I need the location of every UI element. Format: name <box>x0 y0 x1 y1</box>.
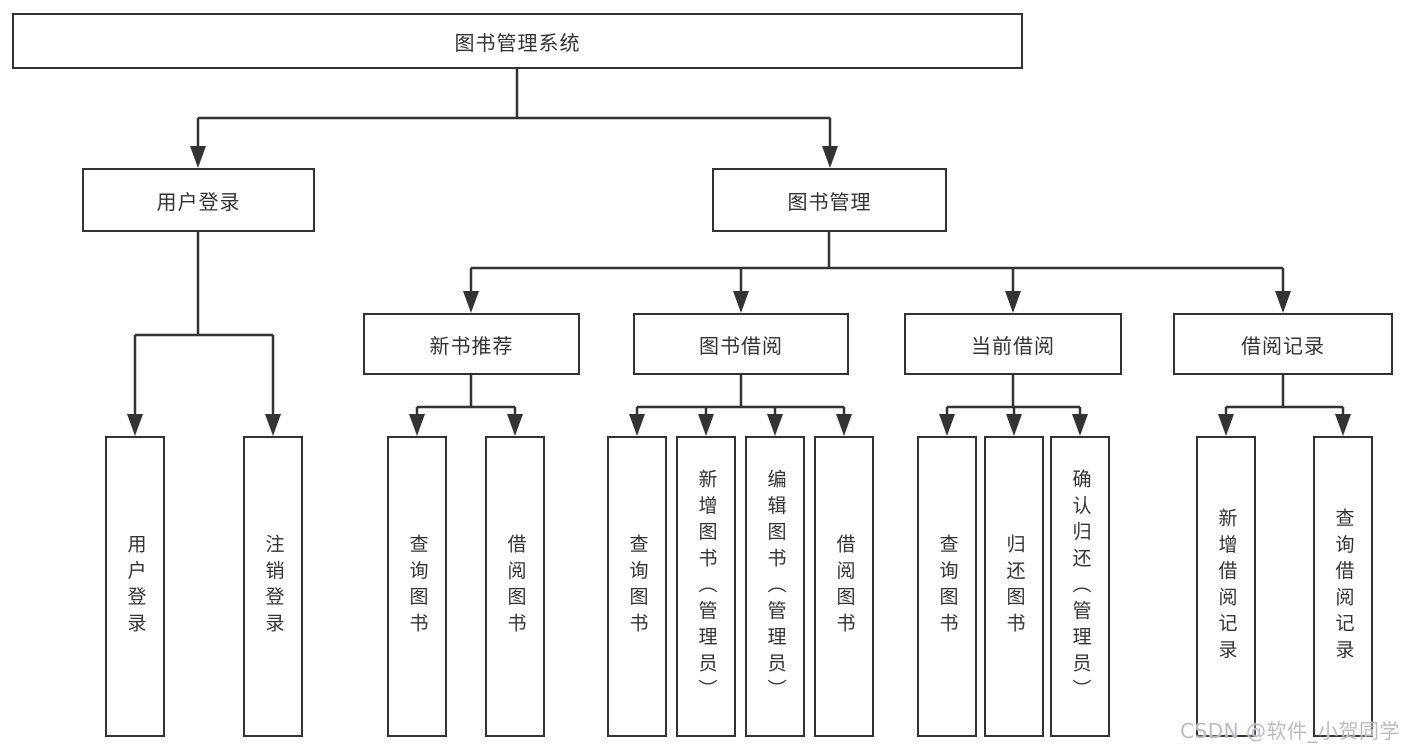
node-label: 查询图书 <box>936 534 959 639</box>
leaf-query-books-current: 查询图书 <box>917 436 977 737</box>
node-label: 借阅图书 <box>504 534 527 639</box>
node-label: 新书推荐 <box>429 333 514 358</box>
node-label: 用户登录 <box>124 534 147 639</box>
node-current-borrow: 当前借阅 <box>904 313 1122 375</box>
node-label: 归还图书 <box>1003 534 1026 639</box>
node-label: 编辑图书（管理员） <box>764 468 787 705</box>
node-label: 新增图书（管理员） <box>695 468 718 705</box>
leaf-confirm-return-admin: 确认归还（管理员） <box>1050 436 1110 737</box>
node-label: 图书借阅 <box>699 333 783 358</box>
node-label: 用户登录 <box>156 189 241 214</box>
node-label: 注销登录 <box>262 534 285 639</box>
csdn-watermark: CSDN @软件_小贺同学 <box>1180 719 1400 743</box>
node-label: 查询图书 <box>406 534 429 639</box>
arrowhead-icons <box>127 146 1351 436</box>
node-label: 当前借阅 <box>971 333 1055 358</box>
leaf-query-books-borrow: 查询图书 <box>607 436 667 737</box>
node-label: 借阅记录 <box>1241 333 1325 358</box>
leaf-user-login: 用户登录 <box>105 436 165 737</box>
leaf-borrow-books-recommend: 借阅图书 <box>485 436 545 737</box>
leaf-add-borrow-record: 新增借阅记录 <box>1196 436 1256 737</box>
leaf-query-borrow-record: 查询借阅记录 <box>1313 436 1373 737</box>
node-borrow-records: 借阅记录 <box>1173 313 1393 375</box>
node-new-book-recommend: 新书推荐 <box>363 313 580 375</box>
leaf-edit-books-admin: 编辑图书（管理员） <box>745 436 805 737</box>
node-book-management: 图书管理 <box>712 168 947 232</box>
node-user-login: 用户登录 <box>82 168 315 232</box>
leaf-logout: 注销登录 <box>243 436 303 737</box>
leaf-return-books: 归还图书 <box>984 436 1044 737</box>
node-label: 借阅图书 <box>833 534 856 639</box>
node-label: 图书管理 <box>787 189 872 214</box>
node-book-borrow: 图书借阅 <box>633 313 849 375</box>
node-label: 图书管理系统 <box>454 30 581 55</box>
leaf-borrow-books: 借阅图书 <box>814 436 874 737</box>
node-label: 查询图书 <box>626 534 649 639</box>
node-label: 查询借阅记录 <box>1332 507 1355 666</box>
leaf-query-books-recommend: 查询图书 <box>387 436 447 737</box>
node-label: 确认归还（管理员） <box>1069 468 1092 705</box>
leaf-add-books-admin: 新增图书（管理员） <box>676 436 736 737</box>
node-root-library-system: 图书管理系统 <box>12 13 1023 69</box>
node-label: 新增借阅记录 <box>1215 507 1238 666</box>
